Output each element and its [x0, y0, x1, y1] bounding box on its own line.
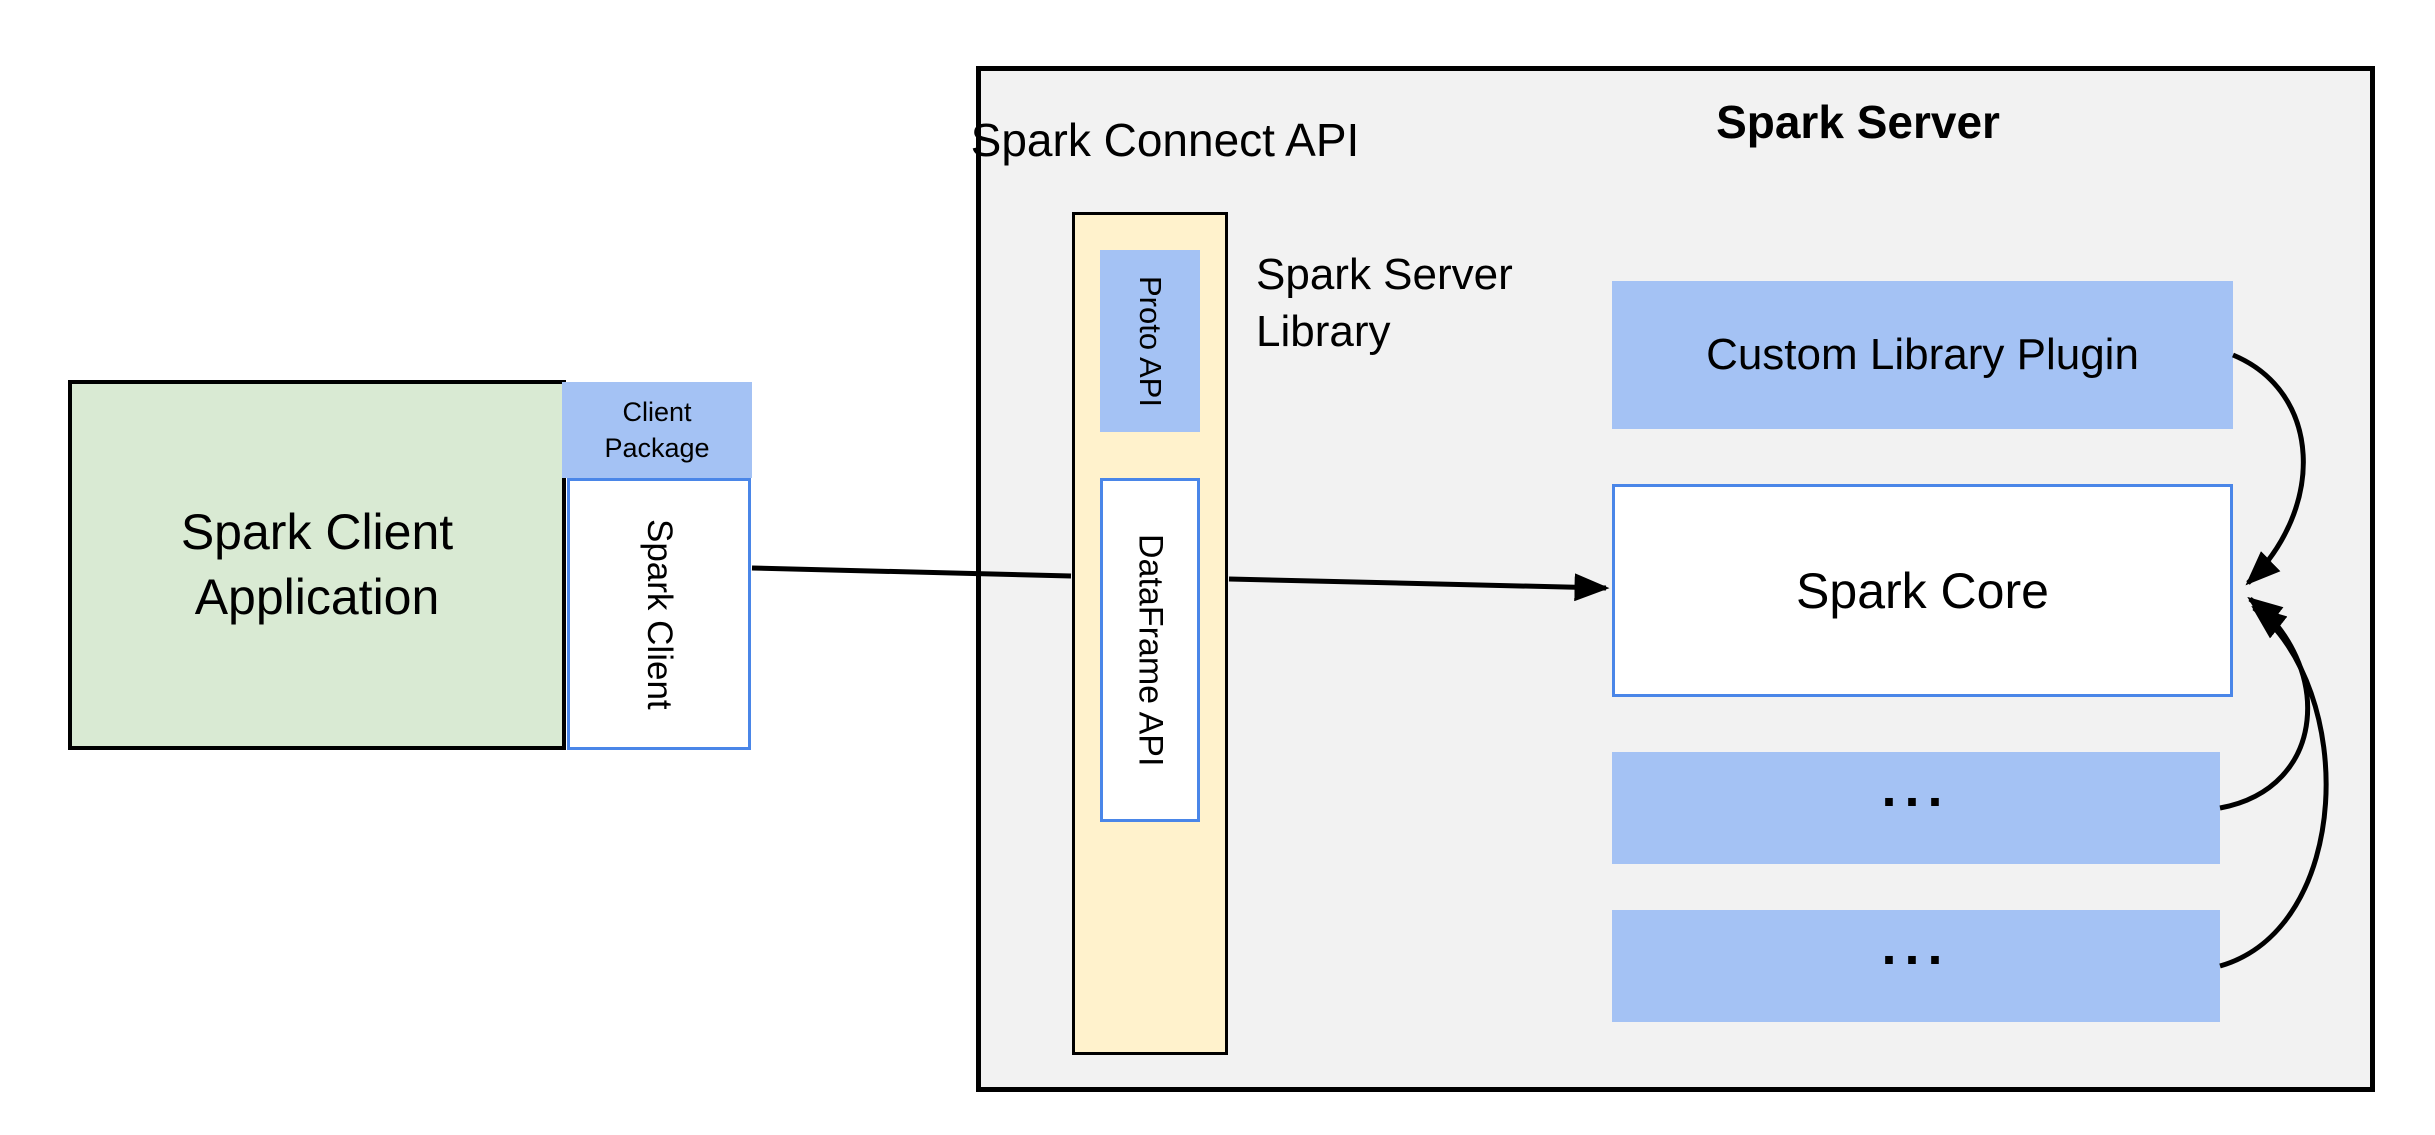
ellipsis-box-1-label: ...	[1881, 758, 1951, 819]
spark-connect-api-title: Spark Connect API	[970, 76, 1360, 206]
client-package-label: Client Package	[604, 396, 710, 463]
spark-server-library-label: Spark Server Library	[1256, 246, 1586, 376]
proto-api-box: Proto API	[1100, 250, 1200, 432]
ellipsis-box-2-label: ...	[1881, 916, 1951, 977]
spark-connect-api-title-text: Spark Connect API	[970, 114, 1360, 167]
spark-core-box: Spark Core	[1612, 484, 2233, 697]
spark-server-title: Spark Server	[1558, 96, 2158, 148]
dataframe-api-label: DataFrame API	[1131, 533, 1170, 767]
spark-server-title-text: Spark Server	[1716, 96, 2000, 148]
ellipsis-box-1: ...	[1612, 752, 2220, 864]
spark-core-label: Spark Core	[1796, 562, 2049, 619]
ellipsis-box-2: ...	[1612, 910, 2220, 1022]
client-package-box: Client Package	[562, 382, 752, 478]
proto-api-label: Proto API	[1133, 275, 1168, 407]
spark-client-label: Spark Client	[640, 518, 679, 710]
dataframe-api-box: DataFrame API	[1100, 478, 1200, 822]
custom-library-plugin-label: Custom Library Plugin	[1706, 330, 2139, 379]
custom-library-plugin-box: Custom Library Plugin	[1612, 281, 2233, 429]
spark-server-library-label-text: Spark Server Library	[1256, 250, 1513, 357]
spark-client-application-label: Spark Client Application	[180, 504, 454, 625]
spark-client-box: Spark Client	[567, 478, 751, 750]
spark-client-application-box: Spark Client Application	[68, 380, 566, 750]
